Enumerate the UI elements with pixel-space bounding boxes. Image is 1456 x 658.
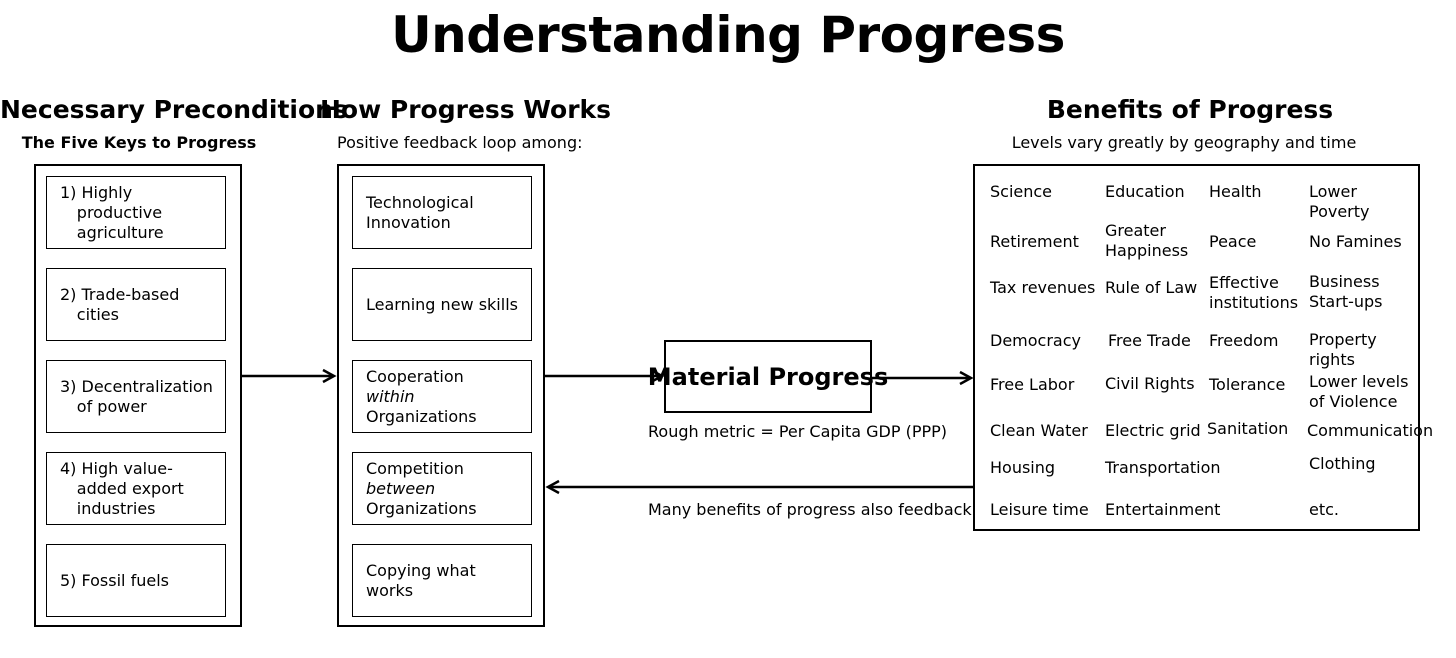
loop-label-emphasis: within: [366, 386, 415, 406]
benefit-item: Lower levels of Violence: [1309, 372, 1409, 411]
benefit-item: No Famines: [1309, 232, 1402, 251]
loop-box-cooperation: Cooperation within Organizations: [352, 360, 532, 433]
benefit-item: Retirement: [990, 232, 1079, 251]
loop-label-text: Cooperation: [366, 366, 464, 386]
precondition-label: 1) Highly productive agriculture: [60, 182, 164, 242]
loop-label: Learning new skills: [366, 295, 518, 315]
benefit-item: Business Start-ups: [1309, 272, 1383, 311]
benefits-frame: [973, 164, 1420, 531]
precondition-box-5: 5) Fossil fuels: [46, 544, 226, 617]
arrow-head: [322, 368, 337, 384]
benefits-heading: Benefits of Progress: [1046, 95, 1334, 124]
benefit-item: Democracy: [990, 331, 1081, 350]
benefit-item: Leisure time: [990, 500, 1089, 519]
feedback-note: Many benefits of progress also feedback: [648, 500, 972, 519]
loop-label-text: Organizations: [366, 498, 477, 518]
precondition-label: 4) High value-added export industries: [60, 458, 184, 518]
material-progress-box: Material Progress: [648, 340, 888, 413]
benefit-item: Freedom: [1209, 331, 1279, 350]
benefit-item: Greater Happiness: [1105, 221, 1189, 260]
benefit-item: Rule of Law: [1105, 278, 1198, 297]
benefit-item: Health: [1209, 182, 1262, 201]
loop-label: Copying what works: [366, 561, 521, 601]
benefit-item: Housing: [990, 458, 1056, 477]
precondition-label: 2) Trade-based cities: [60, 284, 180, 324]
benefit-item: Communication: [1307, 421, 1434, 440]
loop-label-text: Copying what works: [366, 560, 476, 600]
benefit-item: Free Labor: [990, 375, 1075, 394]
precondition-label: 5) Fossil fuels: [60, 570, 169, 590]
loop-box-copying: Copying what works: [352, 544, 532, 617]
benefits-subheading: Levels vary greatly by geography and tim…: [1011, 133, 1357, 152]
loop-label-emphasis: between: [366, 478, 436, 498]
benefit-item: Property rights: [1309, 330, 1377, 369]
arrow-head: [545, 479, 560, 495]
benefit-item: Free Trade: [1108, 331, 1191, 350]
loop-label: Competition between Organizations: [366, 459, 477, 519]
precondition-box-3: 3) Decentralization of power: [46, 360, 226, 433]
loop-label: Technological Innovation: [366, 193, 521, 233]
benefit-item: Education: [1105, 182, 1185, 201]
loop-box-learning-new-skills: Learning new skills: [352, 268, 532, 341]
preconditions-frame: [34, 164, 242, 627]
benefit-item: etc.: [1309, 500, 1339, 519]
preconditions-heading: Necessary Preconditions: [0, 95, 348, 124]
loop-label-text: Learning new skills: [366, 294, 518, 314]
arrow-head: [959, 370, 974, 386]
how-progress-works-heading: How Progress Works: [320, 95, 612, 124]
loop-label-text: Competition: [366, 458, 464, 478]
loop-label-text: Organizations: [366, 406, 477, 426]
loop-box-competition: Competition between Organizations: [352, 452, 532, 525]
rough-metric-note: Rough metric = Per Capita GDP (PPP): [648, 422, 948, 441]
benefit-item: Peace: [1209, 232, 1257, 251]
progress-loop-frame: [337, 164, 545, 627]
benefit-item: Electric grid: [1105, 421, 1201, 440]
arrow-head: [650, 368, 665, 384]
benefit-item: Transportation: [1105, 458, 1221, 477]
preconditions-subheading: The Five Keys to Progress: [21, 133, 257, 152]
benefit-item: Science: [990, 182, 1053, 201]
benefit-item: Civil Rights: [1105, 374, 1195, 393]
loop-label: Cooperation within Organizations: [366, 367, 477, 427]
benefit-item: Lower Poverty: [1309, 182, 1370, 221]
how-progress-works-subheading: Positive feedback loop among:: [337, 133, 583, 152]
benefit-item: Effective institutions: [1209, 273, 1299, 312]
precondition-label: 3) Decentralization of power: [60, 376, 213, 416]
loop-box-technological-innovation: Technological Innovation: [352, 176, 532, 249]
benefit-item: Sanitation: [1207, 419, 1289, 438]
loop-label-text: Technological Innovation: [366, 192, 474, 232]
diagram-title: Understanding Progress: [391, 6, 1065, 64]
benefit-item: Tolerance: [1209, 375, 1286, 394]
precondition-box-4: 4) High value-added export industries: [46, 452, 226, 525]
benefit-item: Clothing: [1309, 454, 1376, 473]
precondition-box-1: 1) Highly productive agriculture: [46, 176, 226, 249]
benefit-item: Entertainment: [1105, 500, 1221, 519]
precondition-box-2: 2) Trade-based cities: [46, 268, 226, 341]
benefit-item: Tax revenues: [990, 278, 1096, 297]
benefit-item: Clean Water: [990, 421, 1088, 440]
